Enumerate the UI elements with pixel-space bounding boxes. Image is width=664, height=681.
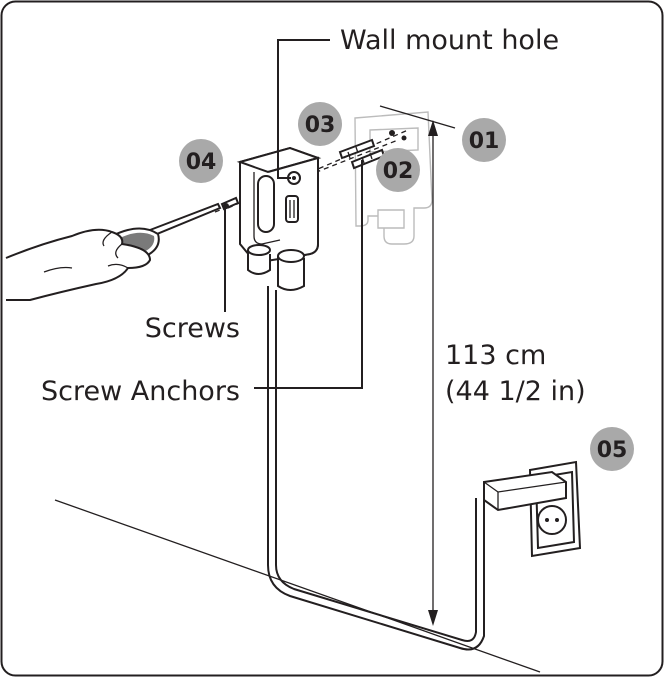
height-imperial-label: (44 1/2 in) (445, 376, 586, 407)
wall-hole (389, 130, 395, 136)
svg-text:02: 02 (383, 159, 414, 184)
step-badge-01: 01 (462, 118, 506, 162)
step-badge-02: 02 (376, 148, 420, 192)
screw-anchors-label: Screw Anchors (41, 376, 240, 407)
wall-outlet (483, 460, 582, 558)
step-badge-03: 03 (298, 102, 342, 146)
screw-anchors-leader (254, 160, 363, 389)
screw-guide-lines (214, 129, 409, 213)
svg-text:04: 04 (186, 150, 217, 175)
power-cable (267, 286, 485, 651)
screws-label: Screws (145, 313, 240, 344)
step-badge-05: 05 (590, 427, 634, 471)
height-metric-label: 113 cm (445, 340, 546, 371)
hand-with-screwdriver (5, 202, 222, 301)
wall-mount-hole-leader (277, 39, 330, 179)
floor-line (54, 499, 541, 673)
wall-mount-hole-label: Wall mount hole (340, 25, 559, 56)
step-badge-04: 04 (179, 139, 223, 183)
svg-text:05: 05 (597, 438, 628, 463)
svg-text:03: 03 (305, 113, 336, 138)
wall-hole (401, 135, 407, 141)
height-dimension-arrow (379, 105, 456, 626)
screws (220, 196, 240, 215)
svg-text:01: 01 (469, 129, 500, 154)
